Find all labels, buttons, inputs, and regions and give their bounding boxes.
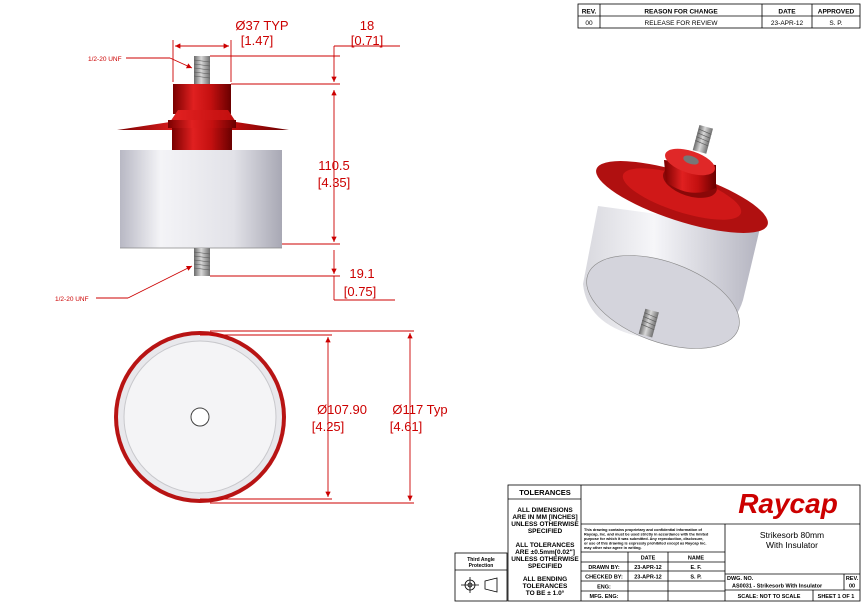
approved-header: APPROVED (818, 9, 855, 16)
thread-label-bottom: 1/2-20 UNF (55, 296, 89, 303)
tolerances-header: TOLERANCES (519, 488, 571, 497)
bottom-view (114, 331, 286, 503)
tol-line: ALL BENDING (523, 576, 567, 583)
checked-by-label: CHECKED BY: (585, 575, 623, 581)
notice-line: This drawing contains proprietary and co… (584, 528, 703, 532)
tol-line: ARE ±0.5mm[0.02"] (515, 549, 575, 556)
notice-line: or use of this drawing is expressly proh… (584, 542, 706, 546)
reason-header: REASON FOR CHANGE (644, 9, 718, 16)
tol-line: ALL TOLERANCES (516, 542, 576, 549)
eng-label: ENG: (597, 585, 611, 591)
dwg-rev-value: 00 (849, 584, 855, 590)
dim-stud-dia: Ø37 TYP (235, 18, 288, 33)
tol-line: SPECIFIED (528, 528, 563, 535)
title-block-grid (454, 484, 861, 602)
dim-body-height: 110.5 (318, 158, 350, 173)
part-description-2: With Insulator (766, 540, 818, 550)
dim-top-stud-len: 18 (360, 18, 374, 33)
thread-label-top: 1/2-20 UNF (88, 56, 122, 63)
signoff-name-header: NAME (688, 556, 705, 562)
drawn-date: 23-APR-12 (634, 565, 662, 571)
tolerance-notes: ALL DIMENSIONS ARE IN MM [INCHES] UNLESS… (511, 507, 579, 597)
tol-line: ARE IN MM [INCHES] (512, 514, 577, 521)
dwg-rev-label: REV. (846, 576, 859, 582)
dim-stud-dia-in: [1.47] (241, 33, 274, 48)
dim-inner-dia-in: [4.25] (312, 419, 345, 434)
mfg-eng-label: MFG. ENG: (589, 594, 618, 600)
dim-bottom-stud-len-in: [0.75] (344, 284, 377, 299)
drawn-by-label: DRAWN BY: (588, 565, 620, 571)
tol-line: SPECIFIED (528, 563, 563, 570)
notice-line: may other wise agree in writing. (584, 546, 642, 550)
red-cap (173, 84, 231, 114)
stud-hole (190, 407, 210, 427)
side-view (117, 56, 289, 276)
checked-name: S. P. (690, 575, 702, 581)
approved-value: S. P. (829, 20, 842, 27)
rev-header: REV. (582, 9, 597, 16)
bottom-dimension-lines (200, 330, 414, 504)
drawn-name: E. F. (690, 565, 701, 571)
tol-line: UNLESS OTHERWISE (511, 556, 579, 563)
dwg-no-label: DWG. NO. (727, 576, 754, 582)
projection-label-1: Third Angle (467, 557, 495, 563)
dim-top-stud-len-in: [0.71] (351, 33, 384, 48)
tol-line: ALL DIMENSIONS (517, 507, 573, 514)
date-value: 23-APR-12 (771, 20, 804, 27)
notice-line: Raycap, Inc. and must be used strictly i… (584, 533, 709, 537)
top-stud (194, 56, 210, 84)
reason-value: RELEASE FOR REVIEW (645, 20, 719, 27)
dwg-no-value: AS0031 - Strikesorb With Insulator (732, 584, 823, 590)
checked-date: 23-APR-12 (634, 575, 662, 581)
bottom-stud (194, 248, 210, 276)
insulator-body (120, 150, 282, 248)
confidential-notice: This drawing contains proprietary and co… (584, 528, 709, 550)
dim-bottom-stud-len: 19.1 (349, 266, 374, 281)
isometric-view (583, 125, 768, 349)
rev-value: 00 (585, 20, 593, 27)
raycap-logo: Raycap (738, 488, 838, 519)
dim-inner-dia: Ø107.90 (317, 402, 367, 417)
sheet-number: SHEET 1 OF 1 (818, 594, 855, 600)
dim-body-height-in: [4.35] (318, 175, 351, 190)
projection-label-2: Protection (469, 563, 494, 569)
notice-line: purpose for which it was submitted. Any … (584, 537, 703, 541)
dim-outer-dia: Ø117 Typ (392, 402, 447, 417)
tol-line: TOLERANCES (523, 583, 568, 590)
third-angle-projection-icon (461, 577, 498, 593)
tol-line: UNLESS OTHERWISE (511, 521, 579, 528)
tol-line: TO BE ± 1.0° (526, 589, 565, 597)
side-dimension-lines (96, 40, 400, 301)
scale-note: SCALE: NOT TO SCALE (738, 594, 801, 600)
signoff-date-header: DATE (641, 556, 656, 562)
date-header: DATE (778, 9, 796, 16)
dim-outer-dia-in: [4.61] (390, 419, 423, 434)
revision-block (577, 3, 861, 29)
part-description-1: Strikesorb 80mm (760, 530, 824, 540)
